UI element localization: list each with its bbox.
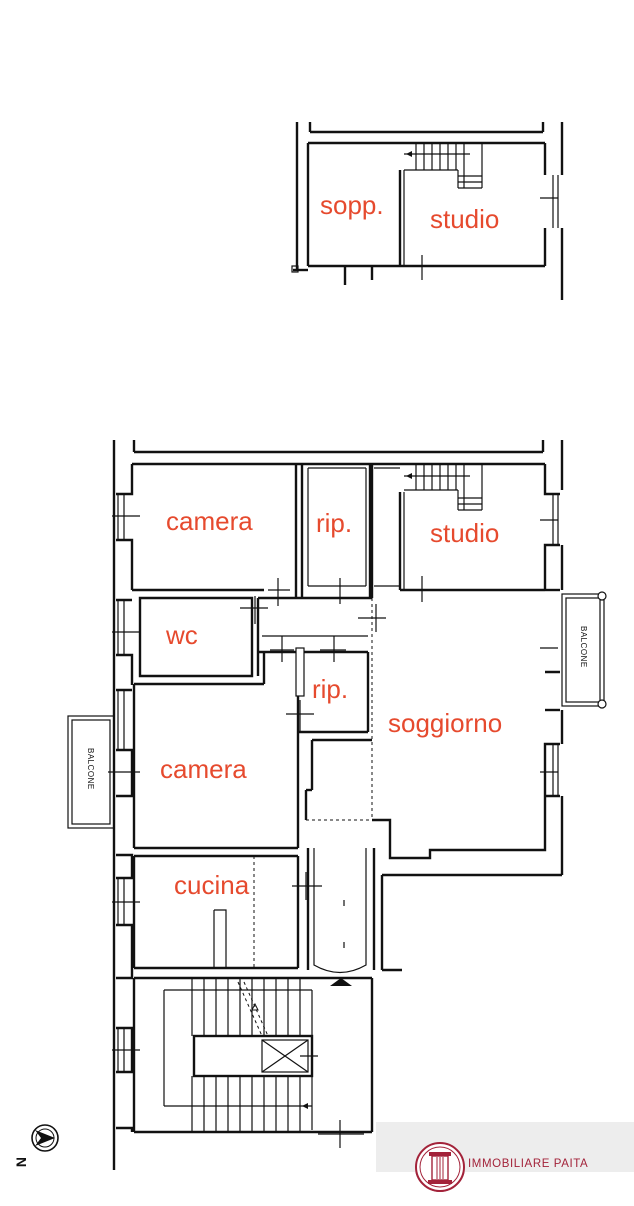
balcone-label-left: BALCONE [86,748,95,790]
stairwell-treads [191,978,308,1132]
room-label-studio-lower: studio [430,518,499,548]
agency-name: IMMOBILIARE PAITA [468,1158,589,1170]
upper-stair-treads [406,143,482,188]
room-label-cucina: cucina [174,870,250,900]
room-label-rip-top: rip. [316,508,352,538]
balcone-right-outline [561,591,607,709]
balcone-label-right: BALCONE [579,626,588,668]
compass-icon [31,1124,59,1152]
north-letter: N [13,1156,30,1168]
lower-level-plan [67,440,607,1170]
room-label-camera-middle: camera [160,754,247,784]
room-label-sopp: sopp. [320,190,384,220]
room-label-soggiorno: soggiorno [388,708,502,738]
room-label-rip-middle: rip. [312,674,348,704]
balcone-left-outline [67,715,115,829]
room-label-studio-upper: studio [430,204,499,234]
room-label-wc: wc [165,620,198,650]
upper-level-plan [291,122,564,300]
room-label-camera-top: camera [166,506,253,536]
lower-stair-treads [404,464,483,511]
